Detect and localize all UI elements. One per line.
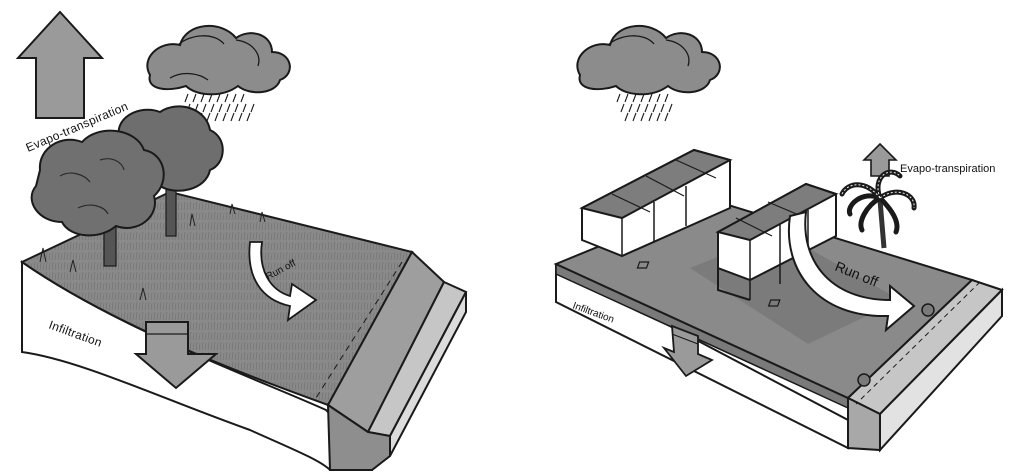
arrow-down-icon xyxy=(133,321,219,390)
palm-tree-icon xyxy=(839,169,917,249)
rain-icon xyxy=(616,93,673,122)
ground-block-natural xyxy=(20,190,468,471)
tree-icon xyxy=(30,105,266,301)
runoff-arrow-icon xyxy=(787,210,916,333)
evapotranspiration-label-urban: Evapo-transpiration xyxy=(900,163,995,175)
building-icon xyxy=(579,148,733,258)
panel-natural: Evapo-transpiration xyxy=(15,10,468,471)
panel-urban: Evapo-transpiration xyxy=(553,25,1004,453)
cloud-icon xyxy=(576,25,721,96)
arrow-down-icon xyxy=(661,324,714,378)
building-icon xyxy=(715,182,839,301)
rain-icon xyxy=(184,93,255,122)
arrow-up-icon xyxy=(15,10,105,119)
runoff-arrow-icon xyxy=(248,241,318,322)
drain-pipe-icon xyxy=(857,303,935,387)
cloud-icon xyxy=(146,25,291,96)
